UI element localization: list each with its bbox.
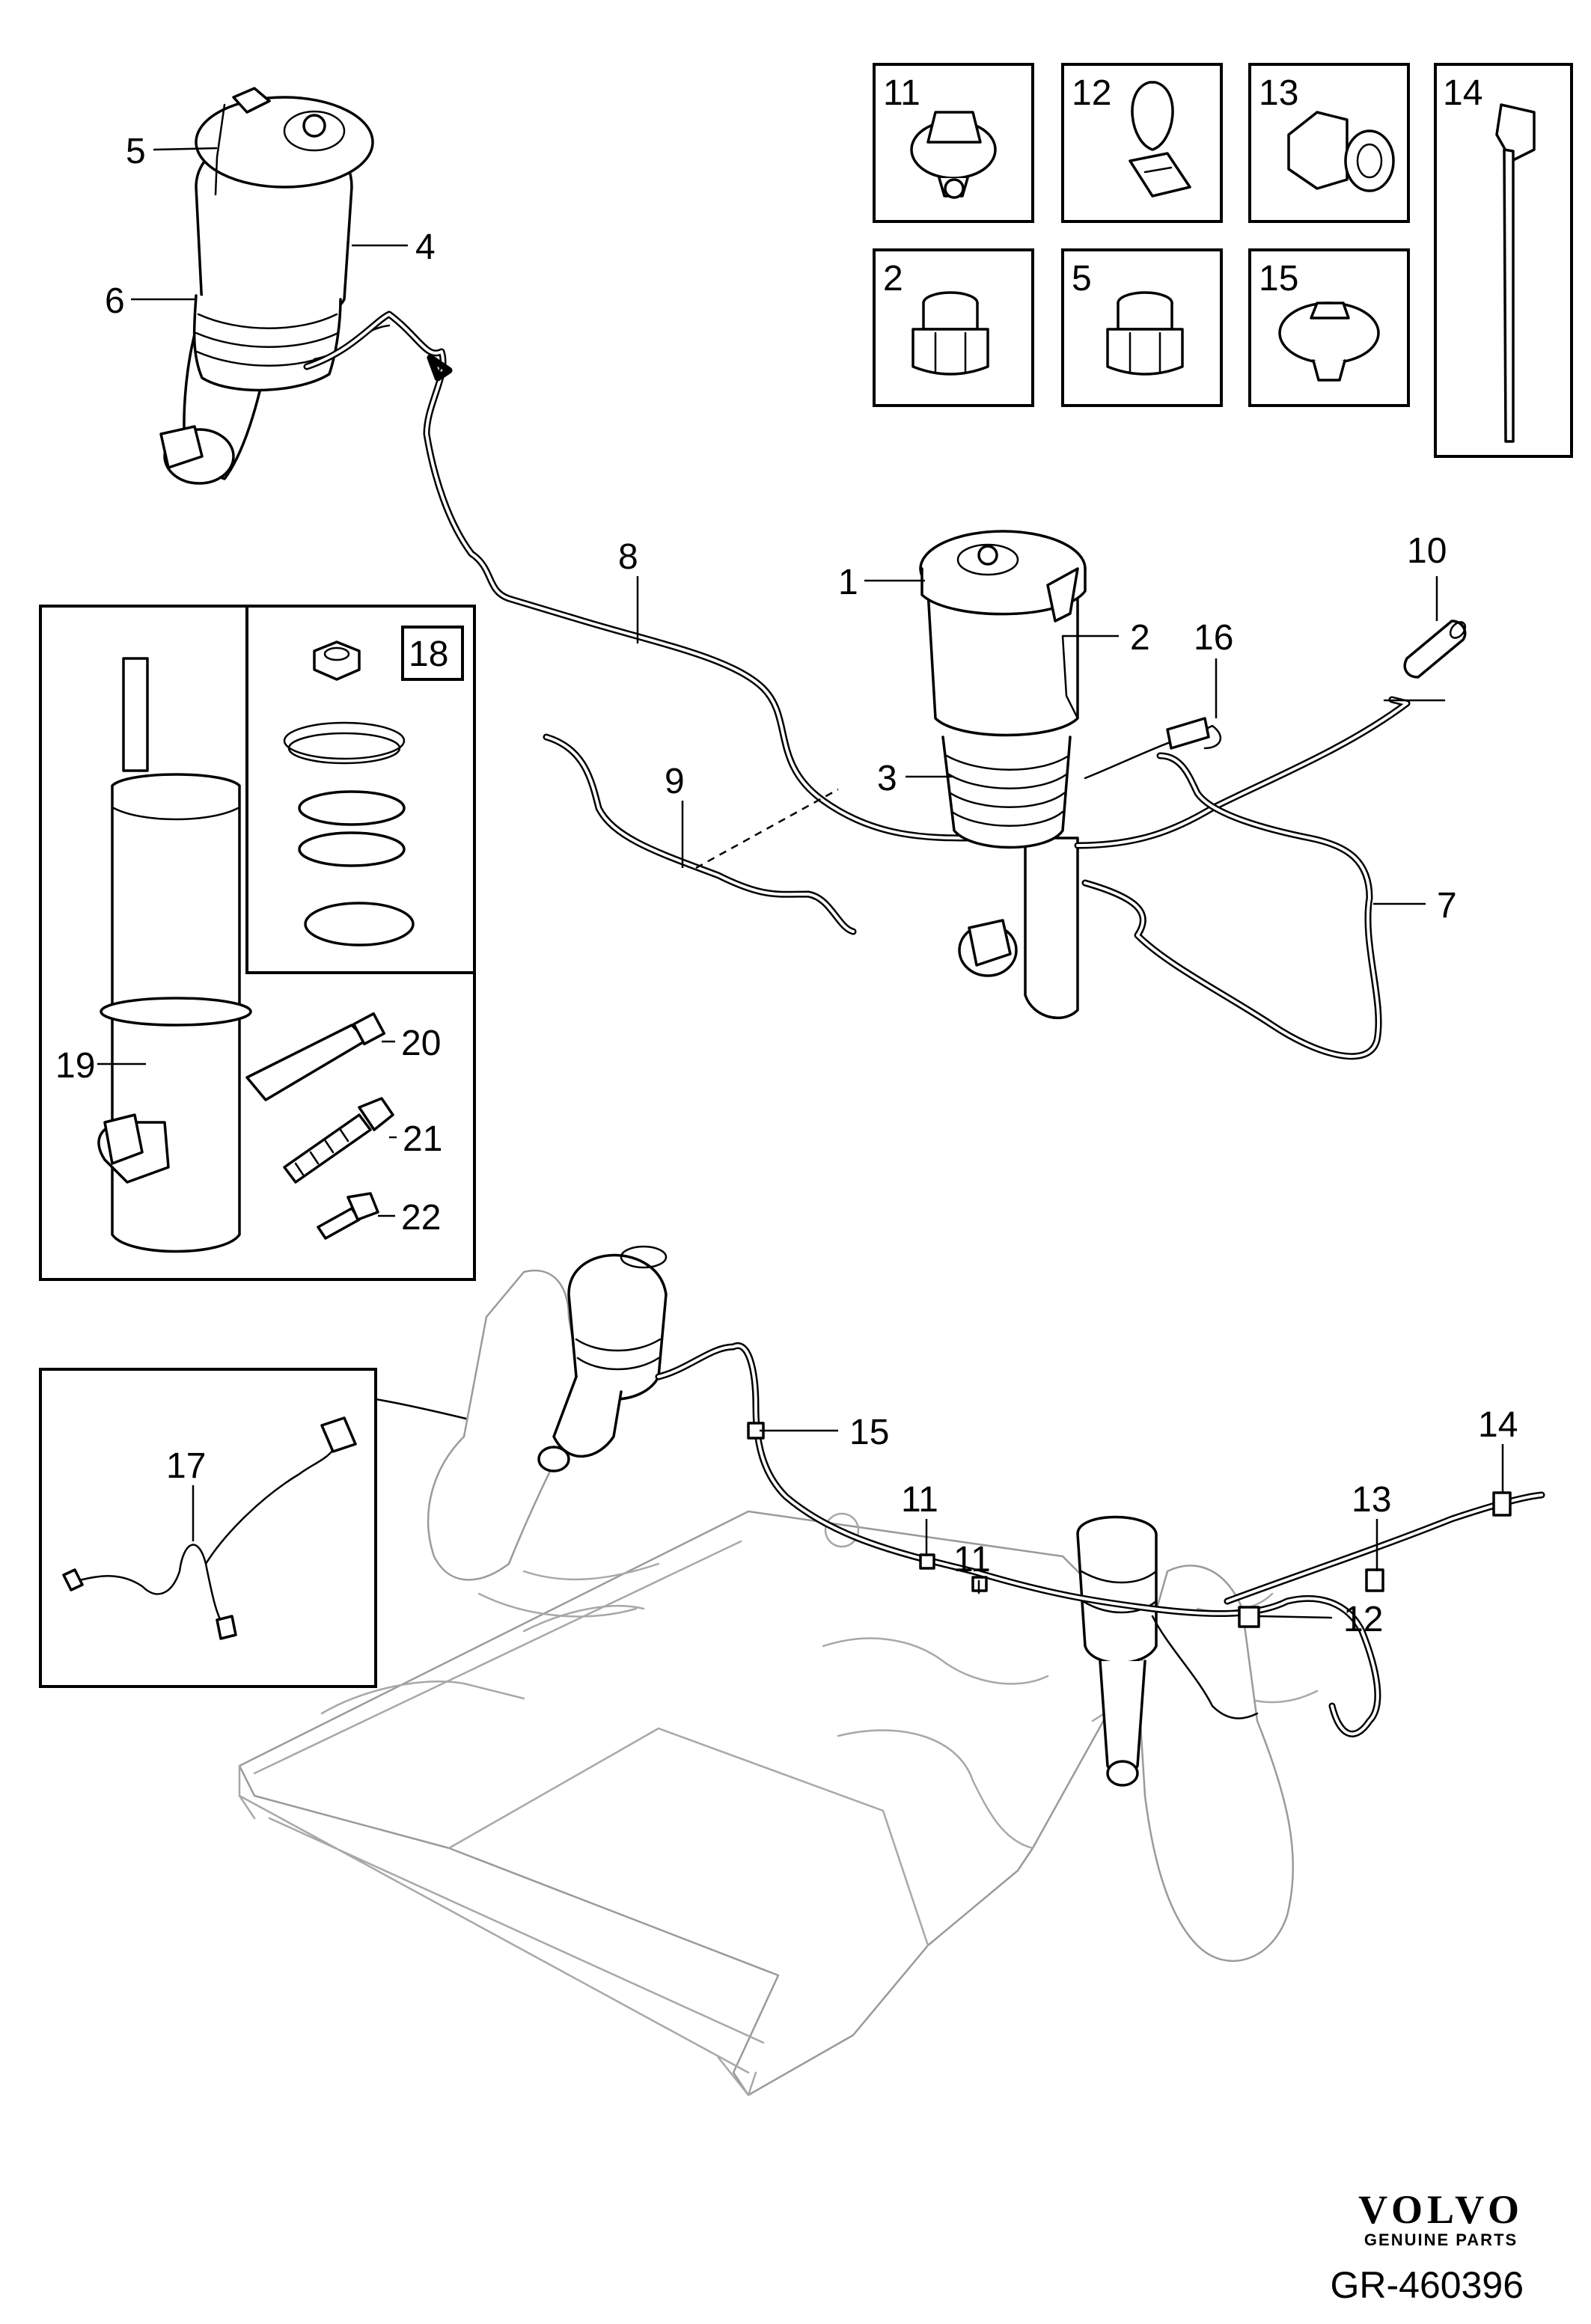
callout-16: 16 (1194, 618, 1233, 658)
inset-label-5: 5 (1072, 259, 1092, 299)
inset-label-12: 12 (1072, 73, 1111, 113)
air-line-7 (1074, 696, 1446, 1060)
callout-11: 11 (901, 1480, 938, 1520)
holder-clip-icon (1287, 111, 1395, 192)
sensor-harness-box (39, 1368, 377, 1688)
air-spring-strut-icon (1076, 1515, 1158, 1787)
cable-tie-clip-icon (1129, 81, 1191, 198)
inset-label-2: 2 (883, 259, 903, 299)
inset-label-14: 14 (1443, 73, 1482, 113)
callout-7: 7 (1437, 886, 1457, 926)
inset-label-13: 13 (1259, 73, 1298, 113)
plug-icon (1106, 291, 1184, 376)
bolt-icon (317, 1192, 379, 1240)
callout-15: 15 (849, 1413, 889, 1452)
callout-8: 8 (618, 537, 638, 577)
callout-19: 19 (55, 1046, 95, 1086)
callout-3: 3 (877, 759, 897, 798)
clip-icon (910, 111, 997, 199)
callout-22: 22 (401, 1198, 441, 1238)
callout-20: 20 (401, 1024, 441, 1063)
shock-absorber-icon (97, 657, 252, 1253)
shock-kit-box: 18 (39, 605, 476, 1281)
air-line-8 (303, 311, 1022, 842)
callout-9: 9 (665, 762, 685, 801)
cable-harness-icon (1084, 717, 1222, 780)
callout-10: 10 (1407, 531, 1447, 571)
inset-label-18: 18 (409, 634, 448, 674)
cable-harness-icon (655, 1342, 1545, 1737)
callout-1: 1 (838, 563, 858, 602)
brand-name: VOLVO (1358, 2187, 1524, 2232)
brand-logo: VOLVO GENUINE PARTS (1358, 2189, 1524, 2250)
sleeve-icon (1403, 620, 1467, 679)
brand-tagline: GENUINE PARTS (1364, 2230, 1518, 2249)
callout-11-second: 11 (953, 1540, 991, 1580)
callout-2: 2 (1130, 618, 1150, 658)
bolt-icon (283, 1097, 394, 1184)
drawing-reference: GR-460396 (1330, 2264, 1524, 2306)
callout-12: 12 (1343, 1600, 1383, 1639)
callout-21: 21 (403, 1119, 442, 1159)
grease-tube-icon (245, 1012, 386, 1101)
callout-17: 17 (166, 1446, 206, 1486)
inset-grid: 11 12 13 14 2 (873, 63, 1573, 458)
air-spring-strut-icon (159, 87, 391, 485)
inset-label-11: 11 (883, 73, 920, 113)
clip-icon (1278, 302, 1380, 382)
o-ring-kit-icon (283, 640, 415, 947)
callout-13: 13 (1352, 1480, 1391, 1520)
air-spring-strut-icon (919, 530, 1087, 1020)
subframe-icon (238, 1269, 1319, 2097)
inset-label-15: 15 (1259, 259, 1298, 299)
callout-6: 6 (105, 281, 125, 321)
plug-icon (911, 291, 989, 376)
cable-tie-icon (1495, 103, 1536, 443)
air-spring-strut-icon (537, 1245, 668, 1473)
callout-14: 14 (1478, 1405, 1518, 1445)
callout-5: 5 (126, 132, 146, 171)
callout-4: 4 (415, 227, 436, 267)
air-line-9 (543, 733, 857, 935)
